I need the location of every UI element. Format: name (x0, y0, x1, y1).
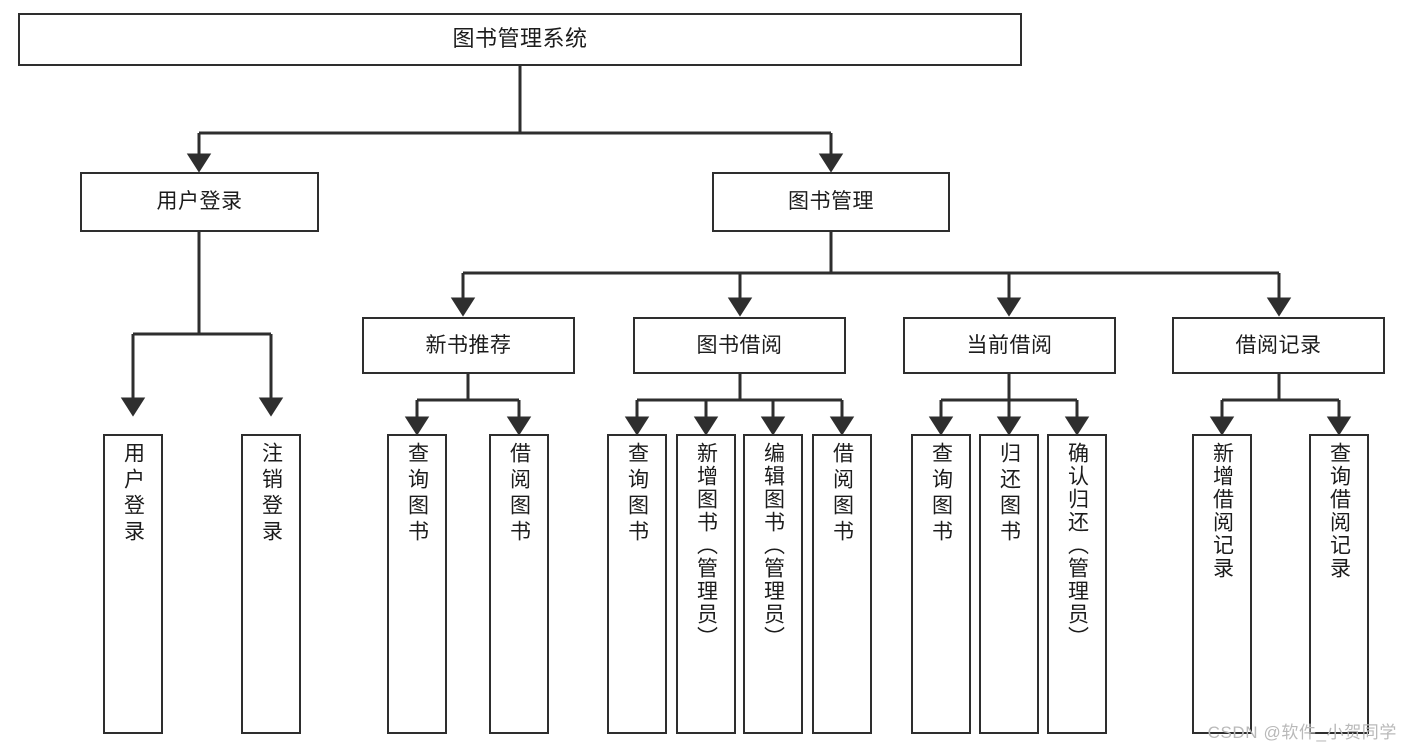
node-new-book-recommend[interactable]: 新书推荐 (362, 317, 575, 374)
node-leaf-query-borrow-record-label: 查询借阅记录 (1327, 442, 1351, 580)
node-leaf-logout-login[interactable]: 注销登录 (241, 434, 301, 734)
node-leaf-add-book-label: 新增图书（管理员） (694, 442, 718, 649)
node-leaf-query-book-current-label: 查询图书 (929, 442, 953, 546)
node-leaf-query-book-current[interactable]: 查询图书 (911, 434, 971, 734)
node-current-borrow[interactable]: 当前借阅 (903, 317, 1116, 374)
node-leaf-borrow-book-label: 借阅图书 (830, 442, 854, 546)
node-book-borrow-label: 图书借阅 (696, 333, 783, 357)
csdn-watermark: CSDN @软件_小贺同学 (1207, 723, 1397, 742)
node-leaf-user-login[interactable]: 用户登录 (103, 434, 163, 734)
node-leaf-logout-login-label: 注销登录 (259, 442, 283, 546)
node-current-borrow-label: 当前借阅 (966, 333, 1053, 357)
node-leaf-return-book[interactable]: 归还图书 (979, 434, 1039, 734)
node-leaf-query-book-borrow[interactable]: 查询图书 (607, 434, 667, 734)
node-leaf-user-login-label: 用户登录 (121, 442, 145, 546)
node-new-book-recommend-label: 新书推荐 (425, 333, 512, 357)
node-book-manage[interactable]: 图书管理 (712, 172, 950, 232)
node-borrow-record[interactable]: 借阅记录 (1172, 317, 1385, 374)
node-root-system-label: 图书管理系统 (452, 26, 588, 52)
node-leaf-edit-book-label: 编辑图书（管理员） (761, 442, 785, 649)
node-leaf-query-book-rec-label: 查询图书 (405, 442, 429, 546)
node-leaf-confirm-return-label: 确认归还（管理员） (1065, 442, 1089, 649)
node-leaf-query-book-borrow-label: 查询图书 (625, 442, 649, 546)
node-root-system[interactable]: 图书管理系统 (18, 13, 1022, 66)
node-leaf-query-book-rec[interactable]: 查询图书 (387, 434, 447, 734)
node-leaf-confirm-return[interactable]: 确认归还（管理员） (1047, 434, 1107, 734)
node-borrow-record-label: 借阅记录 (1235, 333, 1322, 357)
node-leaf-query-borrow-record[interactable]: 查询借阅记录 (1309, 434, 1369, 734)
node-leaf-return-book-label: 归还图书 (997, 442, 1021, 546)
node-leaf-borrow-book[interactable]: 借阅图书 (812, 434, 872, 734)
node-leaf-edit-book[interactable]: 编辑图书（管理员） (743, 434, 803, 734)
node-leaf-add-book[interactable]: 新增图书（管理员） (676, 434, 736, 734)
node-leaf-borrow-book-rec[interactable]: 借阅图书 (489, 434, 549, 734)
node-book-borrow[interactable]: 图书借阅 (633, 317, 846, 374)
node-leaf-add-borrow-record-label: 新增借阅记录 (1210, 442, 1234, 580)
node-book-manage-label: 图书管理 (788, 190, 874, 214)
node-user-login[interactable]: 用户登录 (80, 172, 319, 232)
node-leaf-add-borrow-record[interactable]: 新增借阅记录 (1192, 434, 1252, 734)
node-user-login-label: 用户登录 (156, 190, 243, 214)
node-leaf-borrow-book-rec-label: 借阅图书 (507, 442, 531, 546)
